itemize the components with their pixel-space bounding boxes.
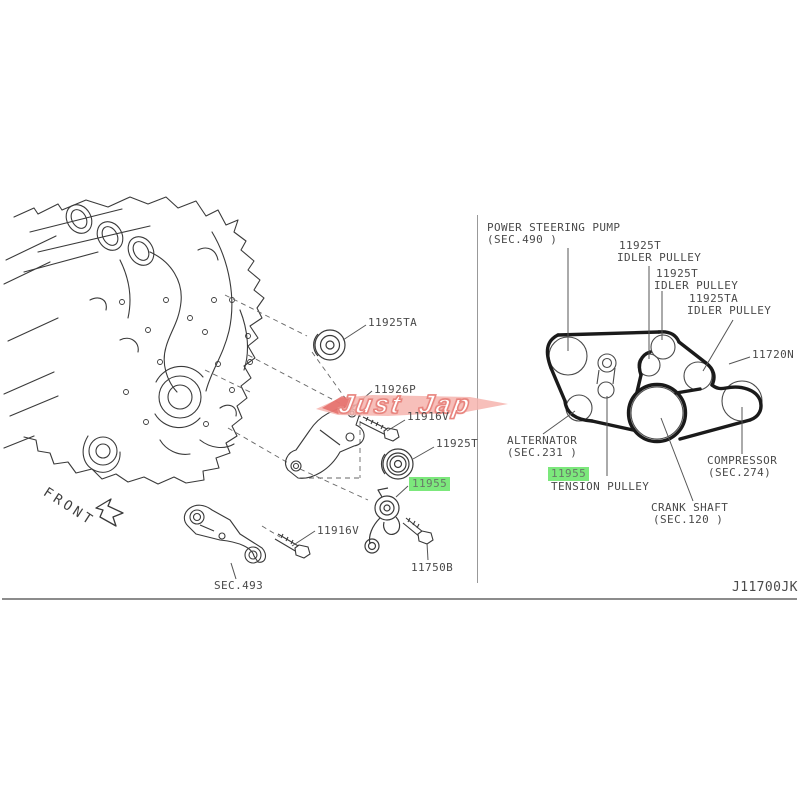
idler2-part-label: 11925T [656,267,699,280]
mount-bracket-sec493-part [183,504,267,564]
part-label-11916v-upper: 11916V [407,410,450,423]
section-ref-493: SEC.493 [214,579,264,592]
right-leader-lines [542,248,751,502]
idler1-part-label: 11925T [619,239,662,252]
idler1-name-label: IDLER PULLEY [617,251,702,264]
idler3-part-label: 11925TA [689,292,739,305]
left-leader-lines [230,324,435,580]
belt-11720n [545,330,763,444]
drawing-code: J11700JK [732,580,798,595]
bolt-11916v-lower-part [274,533,311,559]
idler-pulley-11925ta-part [313,329,346,361]
part-label-11955-highlighted: 11955 [409,477,451,491]
crankshaft-sec-label: (SEC.120 ) [653,513,724,526]
belt-part-label: 11720N [752,348,795,361]
compressor-label: COMPRESSOR [707,454,778,467]
tension-part-label-highlighted: 11955 [548,467,590,481]
bolt-11750b-part [402,517,434,545]
idler3-name-label: IDLER PULLEY [687,304,772,317]
alternator-sec-label: (SEC.231 ) [507,446,578,459]
compressor-sec-label: (SEC.274) [708,466,772,479]
tensioner-assembly-part [364,487,401,554]
engine-illustration [3,196,265,485]
tension-pulley-label: TENSION PULLEY [551,480,650,493]
alternator-label: ALTERNATOR [507,434,578,447]
part-label-11750b: 11750B [411,561,454,574]
part-label-11925ta: 11925TA [368,316,418,329]
exploded-view-dashed-lines [204,294,369,538]
crankshaft-label: CRANK SHAFT [651,501,729,514]
power-steering-pump-label: POWER STEERING PUMP [487,221,621,234]
idler-pulley-11925t-part [380,448,414,480]
power-steering-sec-label: (SEC.490 ) [487,233,558,246]
belt-diagram-pulleys [548,334,763,440]
watermark-swoosh [316,395,508,416]
part-label-11926p: 11926P [374,383,417,396]
bolt-11916v-upper-part [359,416,400,442]
part-label-11925t: 11925T [436,437,479,450]
idler2-name-label: IDLER PULLEY [654,279,739,292]
front-arrow-icon [95,498,124,527]
part-label-11916v-lower: 11916V [317,524,360,537]
